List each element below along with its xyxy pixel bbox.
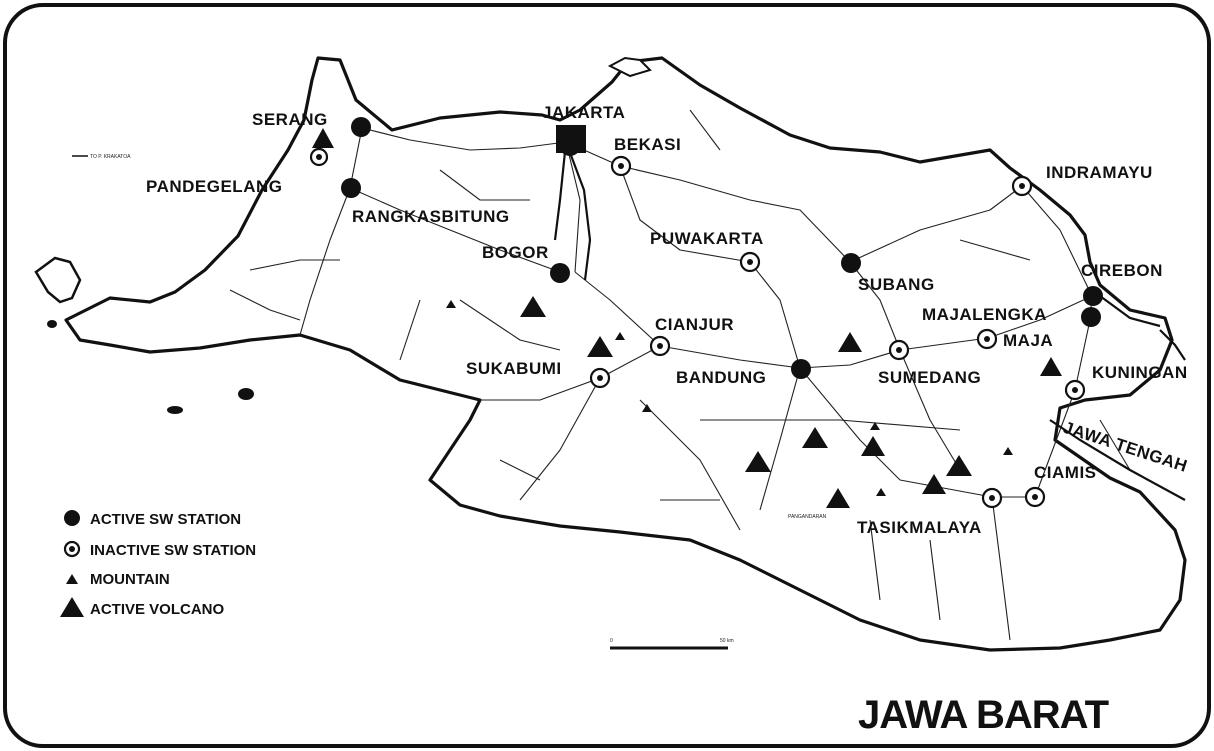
- mountain-4: [870, 422, 880, 430]
- station-puwakarta: [739, 251, 761, 273]
- station-sukabumi: [589, 367, 611, 389]
- label-majalengka: MAJALENGKA: [922, 305, 1047, 324]
- mountain-1: [446, 300, 456, 308]
- station-ciamis: [1024, 486, 1046, 508]
- legend: ACTIVE SW STATION INACTIVE SW STATION MO…: [60, 510, 256, 618]
- pangandaran-label: PANGANDARAN: [788, 514, 827, 520]
- legend-active-icon: [64, 510, 80, 526]
- volcano-8: [826, 488, 850, 508]
- label-maja: MAJA: [1003, 331, 1053, 350]
- label-indramayu: INDRAMAYU: [1046, 163, 1153, 182]
- inactive-stations: [309, 147, 1086, 509]
- volcano-10: [946, 455, 972, 476]
- island-small-3: [238, 388, 254, 400]
- legend-volcano-label: ACTIVE VOLCANO: [90, 601, 225, 618]
- label-cianjur: CIANJUR: [655, 315, 734, 334]
- krakatoa-label: TO P. KRAKATOA: [90, 154, 131, 160]
- volcano-5: [802, 427, 828, 448]
- station-bogor: [550, 263, 570, 283]
- active-stations: [341, 117, 1103, 379]
- volcano-4: [838, 332, 862, 352]
- main-routes: [553, 141, 1186, 501]
- volcano-6: [745, 451, 771, 472]
- label-kuningan: KUNINGAN: [1092, 363, 1188, 382]
- station-bekasi: [610, 155, 632, 177]
- legend-mountain-label: MOUNTAIN: [90, 571, 170, 588]
- label-tasikmalaya: TASIKMALAYA: [857, 518, 982, 537]
- volcano-2: [520, 296, 546, 317]
- station-maja: [976, 328, 998, 350]
- jakarta-area: [556, 125, 586, 153]
- mountain-6: [876, 488, 886, 496]
- label-rangkasbitung: RANGKASBITUNG: [352, 207, 510, 226]
- mountain-2: [615, 332, 625, 340]
- station-tasikmalaya: [981, 487, 1003, 509]
- label-jakarta: JAKARTA: [542, 103, 625, 122]
- volcano-11: [1040, 357, 1062, 376]
- road-network: [229, 109, 1131, 641]
- scale-label: 50 km: [720, 638, 734, 644]
- station-pandegelang: [309, 147, 329, 167]
- label-bekasi: BEKASI: [614, 135, 681, 154]
- volcano-9: [922, 474, 946, 494]
- label-puwakarta: PUWAKARTA: [650, 229, 764, 248]
- station-kuningan: [1064, 379, 1086, 401]
- mountain-5: [1003, 447, 1013, 455]
- mountain-3: [642, 404, 652, 412]
- island-west: [34, 256, 82, 304]
- label-ciamis: CIAMIS: [1034, 463, 1097, 482]
- label-sukabumi: SUKABUMI: [466, 359, 562, 378]
- label-cirebon: CIREBON: [1081, 261, 1163, 280]
- map-title: JAWA BARAT: [858, 693, 1109, 737]
- label-sumedang: SUMEDANG: [878, 368, 981, 387]
- label-bandung: BANDUNG: [676, 368, 766, 387]
- island-small-1: [47, 320, 57, 328]
- label-serang: SERANG: [252, 110, 328, 129]
- mountains: [446, 300, 1013, 496]
- volcano-7: [861, 436, 885, 456]
- legend-volcano-icon: [60, 597, 84, 617]
- station-bandung: [791, 359, 811, 379]
- legend-mountain-icon: [66, 574, 78, 584]
- label-bogor: BOGOR: [482, 243, 549, 262]
- station-subang: [841, 253, 861, 273]
- label-pandegelang: PANDEGELANG: [146, 177, 282, 196]
- volcano-3: [587, 336, 613, 357]
- legend-inactive-label: INACTIVE SW STATION: [90, 542, 256, 559]
- island-north: [607, 56, 652, 78]
- legend-active-label: ACTIVE SW STATION: [90, 511, 241, 528]
- scale-bar: 0 50 km: [610, 638, 734, 650]
- minor-place-labels: TO P. KRAKATOA PANGANDARAN: [90, 154, 827, 520]
- station-sumedang: [888, 339, 910, 361]
- station-indramayu: [1011, 175, 1033, 197]
- station-rangkasbitung: [341, 178, 361, 198]
- volcano-1: [312, 128, 334, 148]
- station-majalengka: [1081, 307, 1101, 327]
- island-small-2: [167, 406, 183, 414]
- city-labels: SERANG PANDEGELANG RANGKASBITUNG JAKARTA…: [146, 103, 1188, 537]
- label-subang: SUBANG: [858, 275, 935, 294]
- scale-zero: 0: [610, 638, 613, 644]
- station-serang: [351, 117, 371, 137]
- coastline: [64, 56, 1187, 652]
- legend-inactive-icon-dot: [69, 546, 75, 552]
- volcanoes: [312, 128, 1062, 508]
- station-cirebon: [1083, 286, 1103, 306]
- station-cianjur: [649, 335, 671, 357]
